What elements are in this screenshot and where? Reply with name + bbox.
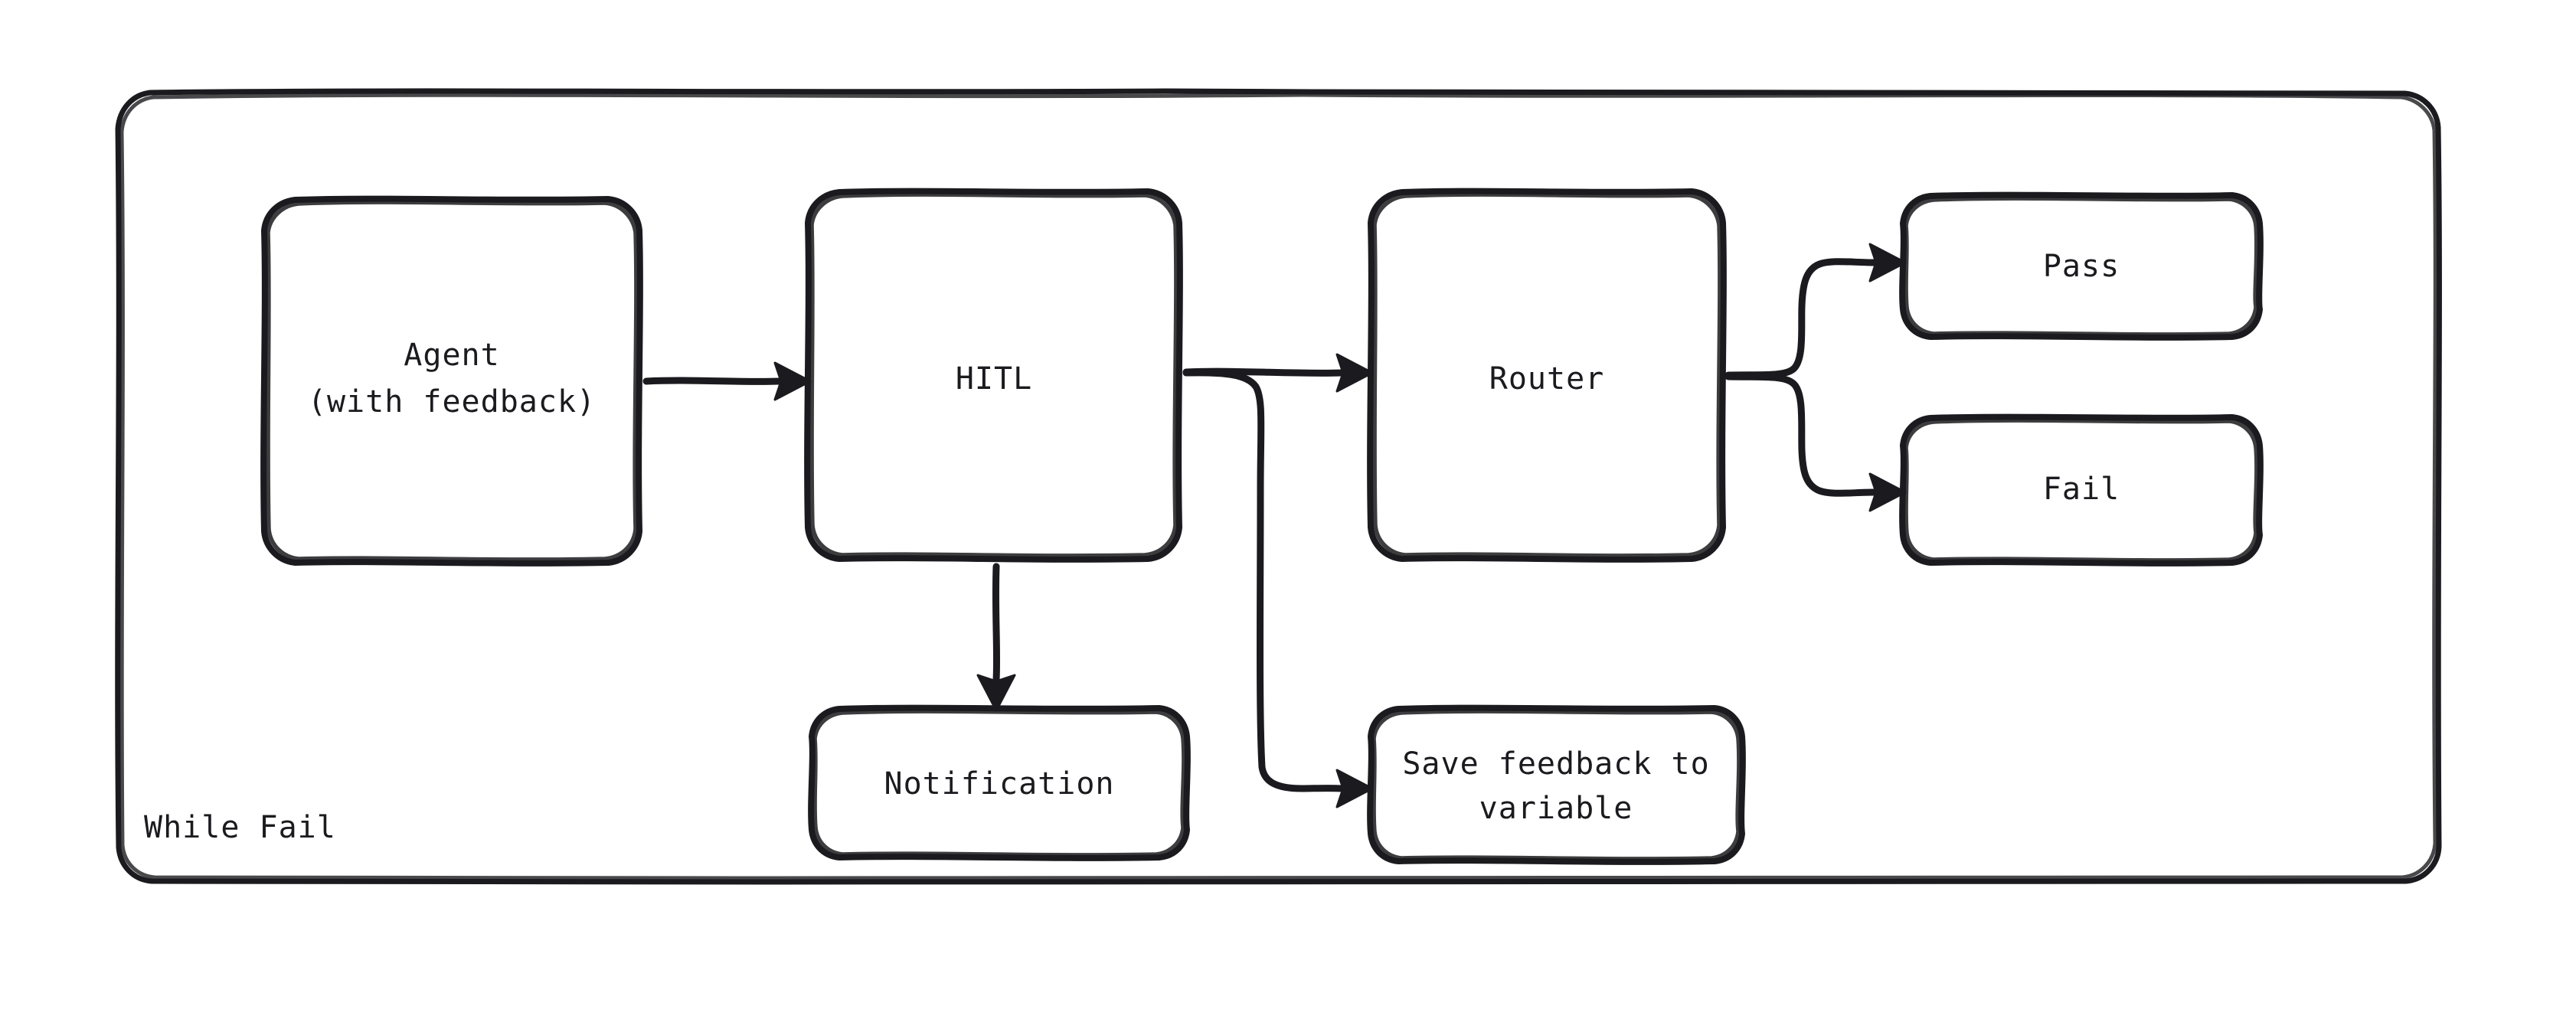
edge-router-to-pass [1724,243,1907,379]
edge-hitl-to-save-feedback [1182,369,1374,808]
save-feedback-node[interactable]: Save feedback to variable [1367,704,1746,865]
save-feedback-label-line-1: Save feedback to [1402,746,1709,782]
router-node[interactable]: Router [1367,188,1727,563]
pass-node[interactable]: Pass [1899,191,2264,341]
hitl-node[interactable]: HITL [804,188,1183,563]
hitl-label: HITL [956,361,1032,397]
agent-node[interactable]: Agent (with feedback) [260,195,643,567]
edge-router-to-fail [1724,373,1907,512]
fail-label: Fail [2043,472,2120,507]
frame-label: While Fail [144,810,336,845]
pass-label: Pass [2043,249,2120,284]
router-label: Router [1489,361,1605,397]
notification-label: Notification [884,766,1115,802]
edge-agent-to-hitl [642,361,812,401]
notification-node[interactable]: Notification [808,704,1191,861]
fail-node[interactable]: Fail [1899,413,2264,567]
while-fail-frame[interactable]: While Fail [115,88,2442,885]
edge-hitl-to-notification [976,563,1016,712]
agent-label-line-1: Agent [404,338,499,373]
save-feedback-label-line-2: variable [1479,791,1633,826]
agent-label-line-2: (with feedback) [308,384,596,420]
